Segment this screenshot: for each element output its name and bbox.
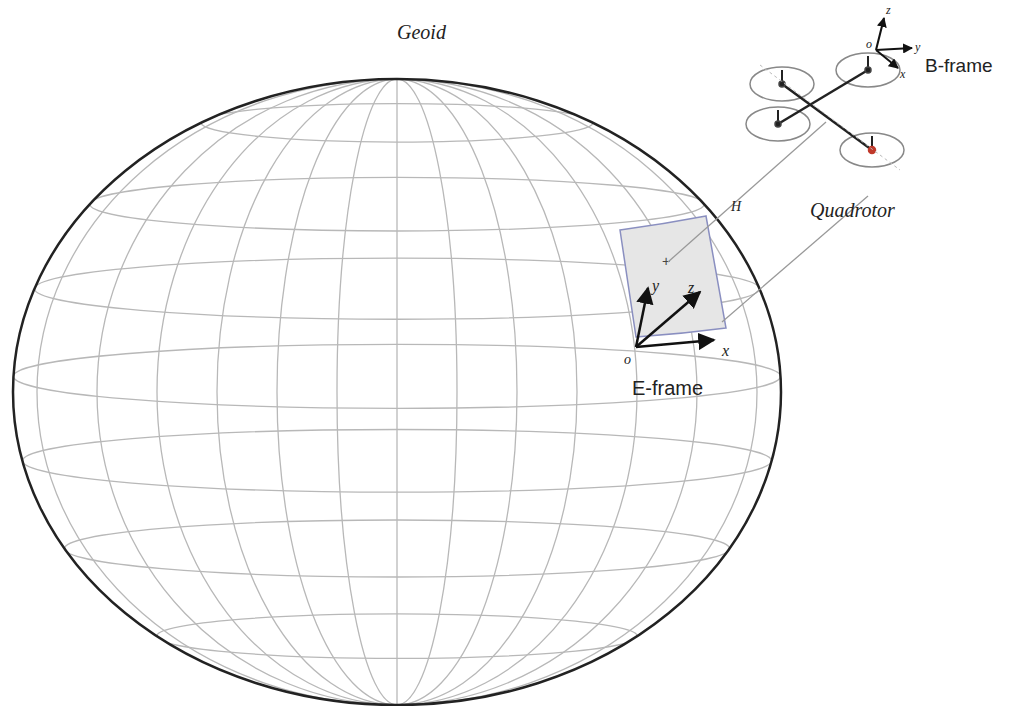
geoid-outline xyxy=(13,79,781,705)
axis-label: x xyxy=(900,68,905,80)
height-line xyxy=(668,122,826,262)
frame-label: E-frame xyxy=(632,378,703,398)
axis-label: y xyxy=(652,278,659,294)
quadrotor xyxy=(746,53,904,170)
axis-label: z xyxy=(886,4,891,16)
graticule xyxy=(13,79,780,705)
axis-label: y xyxy=(915,41,920,53)
e-frame-axes xyxy=(636,288,714,347)
dimension-label: H xyxy=(731,200,741,214)
axis-label: z xyxy=(688,280,694,296)
frame-label: B-frame xyxy=(925,56,993,75)
b-frame-axes xyxy=(876,18,912,68)
axis-label: o xyxy=(866,38,872,50)
axis-label: x xyxy=(722,343,729,359)
part-label: Quadrotor xyxy=(810,200,895,220)
surface-patch xyxy=(620,216,726,337)
title-label: Geoid xyxy=(397,22,446,42)
axis-label: o xyxy=(624,353,631,367)
